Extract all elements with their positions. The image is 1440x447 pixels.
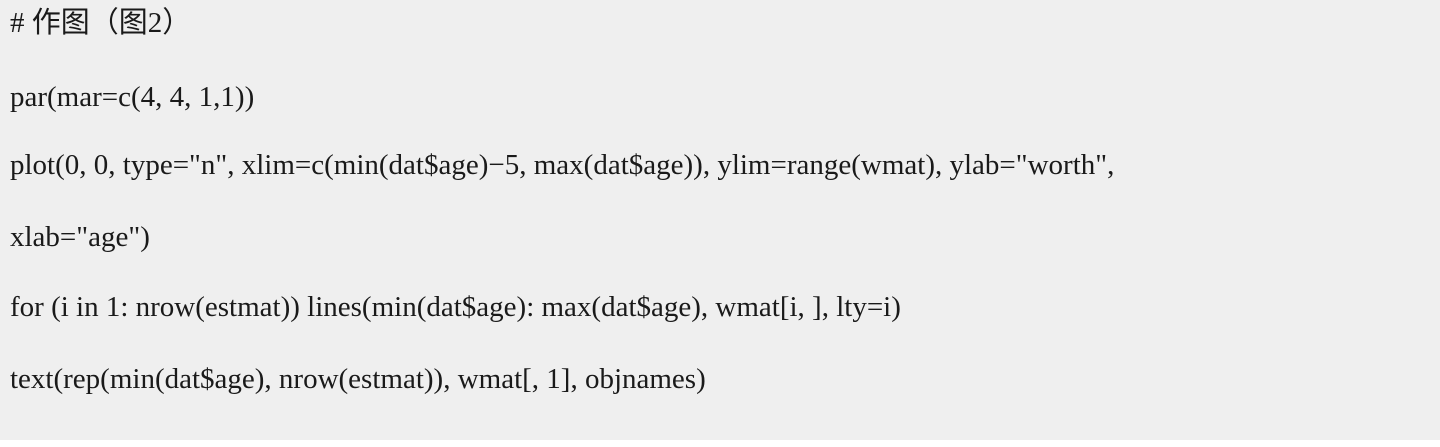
code-line-plot-continued: xlab="age"): [10, 221, 150, 253]
code-line-text: text(rep(min(dat$age), nrow(estmat)), wm…: [10, 363, 706, 395]
code-line-for-loop: for (i in 1: nrow(estmat)) lines(min(dat…: [10, 291, 901, 323]
code-comment-line: # 作图（图2）: [10, 7, 192, 39]
code-line-par: par(mar=c(4, 4, 1,1)): [10, 81, 255, 113]
code-line-plot: plot(0, 0, type="n", xlim=c(min(dat$age)…: [10, 149, 1115, 181]
